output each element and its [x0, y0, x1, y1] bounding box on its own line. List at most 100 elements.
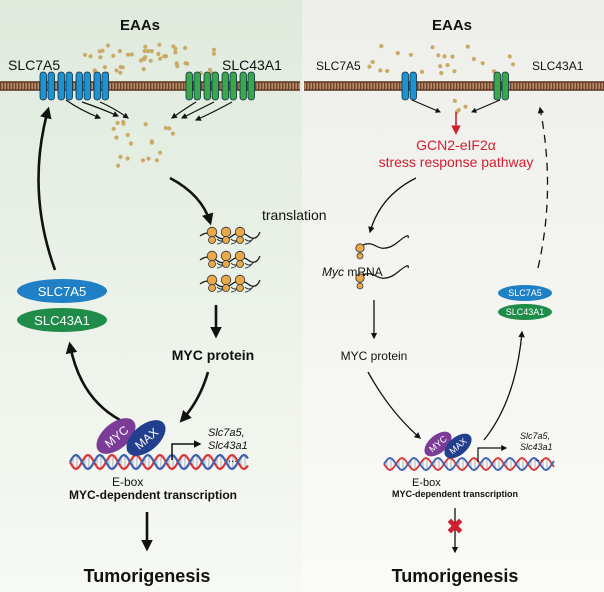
- ribosome: [220, 226, 232, 238]
- amino-acid-dot: [143, 122, 148, 127]
- amino-acid-dot: [82, 52, 88, 57]
- transporter-subunit: [83, 71, 91, 101]
- amino-acid-dot: [111, 53, 116, 58]
- left-translation-label: translation: [262, 207, 327, 223]
- left-myc-protein-label: MYC protein: [172, 347, 254, 363]
- right-panel: EAAs SLC7A5 SLC43A1 GCN2-eIF2α stress re…: [262, 17, 604, 586]
- right-slc43a1-oval-label: SLC43A1: [506, 307, 545, 317]
- transporter-subunit: [75, 71, 83, 101]
- ribosome: [355, 273, 365, 283]
- right-transcription-label: MYC-dependent transcription: [392, 489, 518, 499]
- amino-acid-dot: [114, 68, 119, 73]
- right-membrane: [304, 82, 604, 90]
- right-intracellular-amino-acids: [452, 98, 468, 114]
- transporter-subunit: [211, 71, 219, 101]
- right-slc7a5-oval: [498, 285, 552, 301]
- amino-acid-dot: [367, 64, 372, 69]
- right-slc7a5-label: SLC7A5: [316, 59, 361, 73]
- transporter-subunit: [221, 71, 229, 101]
- amino-acid-dot: [149, 49, 154, 54]
- left-intracellular-amino-acids: [111, 119, 175, 168]
- ribosome: [220, 274, 232, 286]
- transporter-subunit: [57, 71, 65, 101]
- right-transcription-start-arrow: [477, 445, 508, 462]
- amino-acid-dot: [88, 54, 93, 59]
- left-dna-helix: [69, 453, 249, 471]
- amino-acid-dot: [507, 54, 512, 59]
- amino-acid-dot: [163, 125, 168, 131]
- amino-acid-dot: [163, 54, 169, 59]
- amino-acid-dot: [378, 68, 383, 73]
- amino-acid-dot: [141, 67, 146, 72]
- amino-acid-dot: [208, 67, 213, 72]
- left-uptake-arrows: [65, 99, 233, 121]
- amino-acid-dot: [471, 56, 476, 62]
- amino-acid-dot: [98, 55, 103, 60]
- amino-acid-dot: [211, 51, 216, 56]
- right-panel-background: [302, 0, 604, 592]
- amino-acid-dot: [510, 62, 516, 67]
- left-slc7a5-oval: [17, 279, 107, 303]
- transporter-subunit: [229, 71, 237, 101]
- transporter-subunit: [247, 71, 255, 101]
- transporter-subunit: [193, 71, 201, 101]
- transporter-subunit: [65, 71, 73, 101]
- amino-acid-dot: [121, 119, 126, 125]
- amino-acid-dot: [146, 156, 151, 161]
- right-gcn2-label: GCN2-eIF2α: [416, 137, 496, 153]
- amino-acid-dot: [157, 42, 162, 47]
- left-membrane: [0, 82, 300, 90]
- ribosome: [234, 274, 246, 286]
- amino-acid-dot: [452, 69, 457, 74]
- ribosome: [220, 250, 232, 262]
- amino-acid-dot: [456, 107, 461, 113]
- amino-acid-dot: [140, 158, 146, 163]
- amino-acid-dot: [125, 52, 131, 57]
- right-block-mark: ✖: [446, 514, 464, 539]
- amino-acid-dot: [158, 150, 163, 155]
- ribosome: [355, 243, 365, 253]
- amino-acid-dot: [438, 64, 443, 69]
- transporter-subunit: [501, 71, 509, 101]
- right-expression-arrow: [483, 330, 525, 441]
- amino-acid-dot: [173, 46, 178, 51]
- ribosome: [206, 250, 218, 262]
- amino-acid-dot: [480, 61, 485, 66]
- right-stress-pathway-label: stress response pathway: [379, 154, 534, 170]
- left-slc7a5-label: SLC7A5: [8, 57, 60, 73]
- left-transcription-label: MYC-dependent transcription: [69, 488, 237, 502]
- transporter-subunit: [93, 71, 101, 101]
- amino-acid-dot: [125, 132, 130, 138]
- right-target-gene-slc43a1: Slc43a1: [520, 442, 553, 452]
- left-transcription-start-arrow: [171, 440, 202, 460]
- right-to-complex-arrow: [367, 371, 421, 439]
- amino-acid-dot: [117, 49, 122, 54]
- left-slc7a5-oval-label: SLC7A5: [38, 284, 86, 299]
- amino-acid-dot: [465, 44, 470, 49]
- amino-acid-dot: [408, 52, 413, 57]
- left-target-gene-ellipsis: ...: [228, 453, 237, 465]
- amino-acid-dot: [118, 64, 123, 70]
- right-tumorigenesis-label: Tumorigenesis: [392, 566, 519, 586]
- left-slc43a1-oval: [17, 308, 107, 332]
- left-to-translation-arrow: [169, 176, 214, 226]
- left-feedback-arrow: [37, 106, 57, 271]
- amino-acid-dot: [436, 53, 441, 58]
- right-slc7a5-transporter: [401, 71, 417, 101]
- amino-acid-dot: [143, 55, 148, 60]
- amino-acid-dot: [452, 98, 457, 103]
- transporter-subunit: [39, 71, 47, 101]
- right-myc-mrna: [355, 235, 409, 290]
- right-uptake-arrows: [411, 99, 501, 113]
- amino-acid-dot: [158, 56, 163, 61]
- left-to-complex-arrow: [179, 371, 210, 423]
- right-target-gene-slc7a5: Slc7a5,: [520, 431, 550, 441]
- amino-acid-dot: [125, 156, 130, 161]
- left-ebox-label: E-box: [112, 475, 143, 489]
- amino-acid-dot: [430, 45, 435, 50]
- amino-acid-dot: [129, 52, 134, 57]
- left-extracellular-amino-acids: [82, 42, 217, 76]
- transporter-subunit: [101, 71, 109, 101]
- transporter-subunit: [203, 71, 211, 101]
